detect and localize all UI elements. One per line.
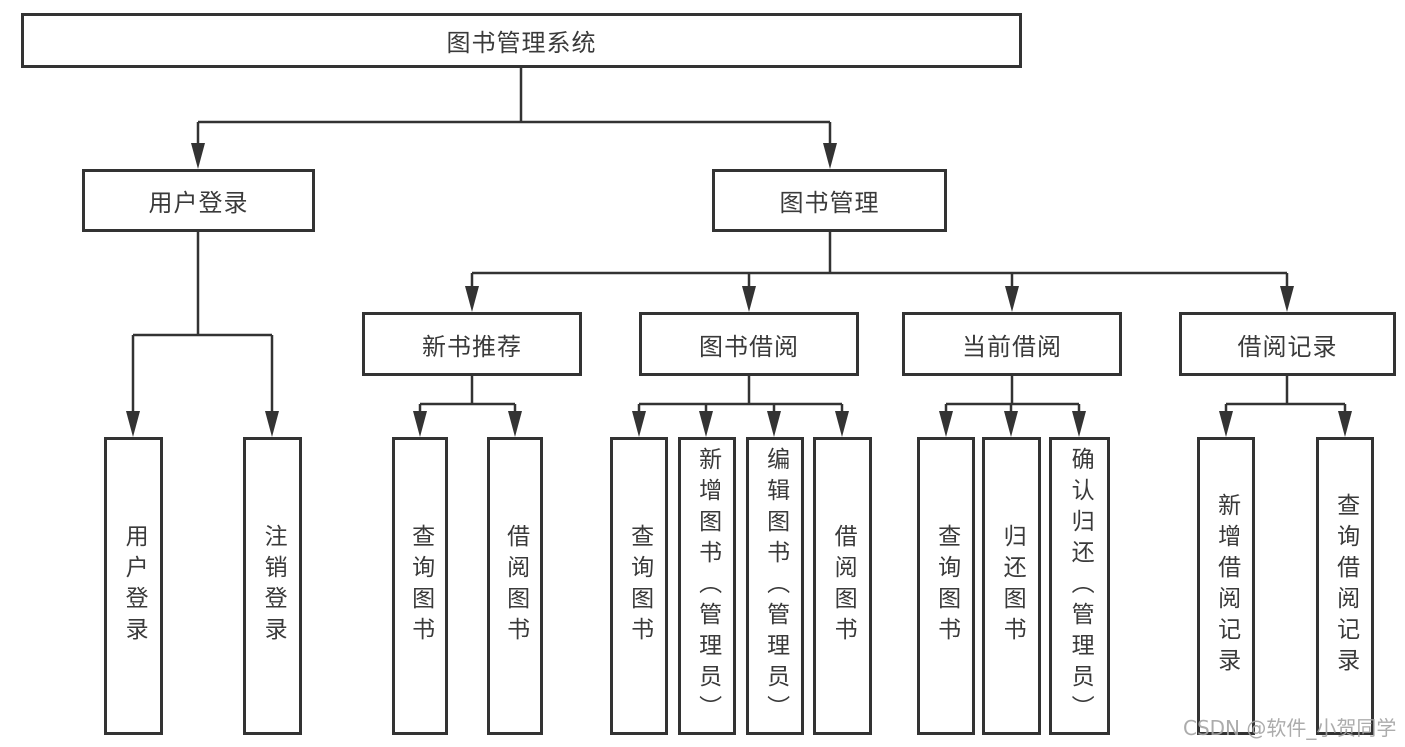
arrowheads — [126, 143, 1352, 437]
leaf-user-login: 用户登录 — [104, 437, 163, 735]
node-book-borrow: 图书借阅 — [639, 312, 859, 376]
node-root: 图书管理系统 — [21, 13, 1022, 68]
leaf-query-books-borrow: 查询图书 — [610, 437, 668, 735]
leaf-add-borrow-record: 新增借阅记录 — [1197, 437, 1255, 735]
node-user-login: 用户登录 — [82, 169, 315, 232]
leaf-query-borrow-record: 查询借阅记录 — [1316, 437, 1374, 735]
leaf-confirm-return-admin: 确认归还（管理员） — [1049, 437, 1110, 735]
watermark: CSDN @软件_小贺同学 — [1183, 716, 1397, 740]
connector-new-book — [418, 376, 517, 418]
connector-borrow-records — [1224, 376, 1347, 418]
connector-root — [196, 68, 832, 150]
leaf-borrow-books: 借阅图书 — [813, 437, 872, 735]
node-new-book-recommend: 新书推荐 — [362, 312, 582, 376]
node-borrow-records: 借阅记录 — [1179, 312, 1396, 376]
connector-book-management — [470, 232, 1289, 292]
leaf-logout: 注销登录 — [243, 437, 302, 735]
leaf-add-books-admin: 新增图书（管理员） — [678, 437, 736, 735]
leaf-borrow-books-recommend: 借阅图书 — [487, 437, 543, 735]
leaf-query-books-recommend: 查询图书 — [392, 437, 448, 735]
node-book-management: 图书管理 — [712, 169, 947, 232]
leaf-edit-books-admin: 编辑图书（管理员） — [746, 437, 804, 735]
node-current-borrow: 当前借阅 — [902, 312, 1122, 376]
connector-book-borrow — [637, 376, 844, 418]
connector-user-login — [131, 232, 274, 418]
leaf-query-books-current: 查询图书 — [917, 437, 975, 735]
leaf-return-books: 归还图书 — [982, 437, 1041, 735]
